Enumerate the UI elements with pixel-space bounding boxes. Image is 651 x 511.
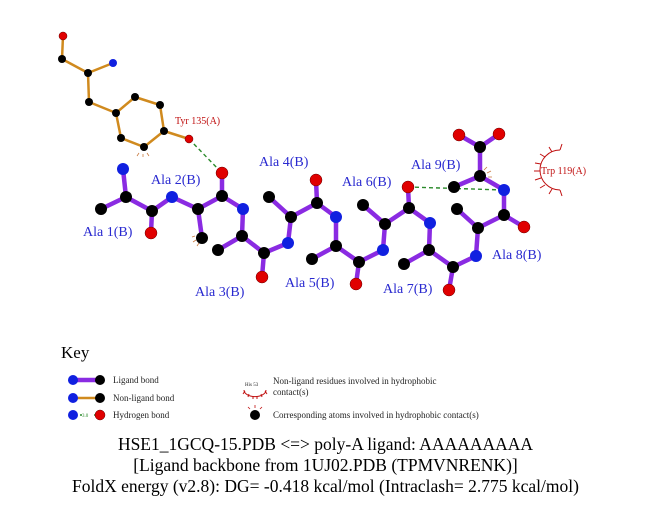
residue-label-ala1: Ala 1(B) — [83, 225, 133, 240]
residue-label-tyr135: Tyr 135(A) — [175, 116, 220, 127]
tyr135-atoms — [58, 31, 194, 151]
footer-line-2: [Ligand backbone from 1UJ02.PDB (TPMVNRE… — [133, 455, 518, 475]
key-hydrophobic-residue-icon: His 53 — [242, 383, 268, 399]
key-hydrophobic-residues-line1: Non-ligand residues involved in hydropho… — [273, 376, 436, 386]
key-title: Key — [61, 343, 90, 362]
hbond-tyr135-ala2 — [188, 138, 223, 174]
key-hydrophobic-residues-line2: contact(s) — [273, 387, 308, 397]
key-hydrophobic-atoms-label: Corresponding atoms involved in hydropho… — [273, 410, 479, 420]
residue-label-ala9: Ala 9(B) — [411, 158, 461, 173]
footer-line-1: HSE1_1GCQ-15.PDB <=> poly-A ligand: AAAA… — [117, 434, 534, 454]
residue-label-ala6: Ala 6(B) — [342, 175, 392, 190]
trp119-hydrophobic-arc-icon — [534, 143, 563, 197]
residue-label-ala7: Ala 7(B) — [383, 282, 433, 297]
key-non-ligand-bond-label: Non-ligand bond — [113, 393, 175, 403]
tyr135-bonds — [60, 34, 191, 149]
residue-label-ala8: Ala 8(B) — [492, 248, 542, 263]
footer-line-3: FoldX energy (v2.8): DG= -0.418 kcal/mol… — [72, 476, 579, 496]
key-hydrogen-bond-icon: 3.0 — [68, 409, 106, 421]
key-hbond-distance: 3.0 — [82, 414, 89, 419]
footer-title: HSE1_1GCQ-15.PDB <=> poly-A ligand: AAAA… — [0, 434, 651, 497]
key-ligand-bond-icon — [68, 375, 105, 385]
hydrophobic-atom-marks — [136, 152, 492, 247]
residue-label-ala2: Ala 2(B) — [151, 173, 201, 188]
key-example-residue: His 53 — [245, 383, 259, 388]
key-hydrophobic-residues-label: Non-ligand residues involved in hydropho… — [273, 376, 439, 397]
key-non-ligand-bond-icon — [68, 393, 105, 403]
residue-label-ala3: Ala 3(B) — [195, 285, 245, 300]
key-ligand-bond-label: Ligand bond — [113, 375, 159, 385]
hbond-ala6-ala9 — [407, 186, 505, 191]
residue-label-trp119: Trp 119(A) — [541, 166, 586, 177]
residue-label-ala4: Ala 4(B) — [259, 155, 309, 170]
residue-label-ala5: Ala 5(B) — [285, 276, 335, 291]
key-hydrophobic-atom-icon — [247, 405, 263, 420]
key-hydrogen-bond-label: Hydrogen bond — [113, 410, 170, 420]
ligand-atoms — [95, 127, 531, 297]
